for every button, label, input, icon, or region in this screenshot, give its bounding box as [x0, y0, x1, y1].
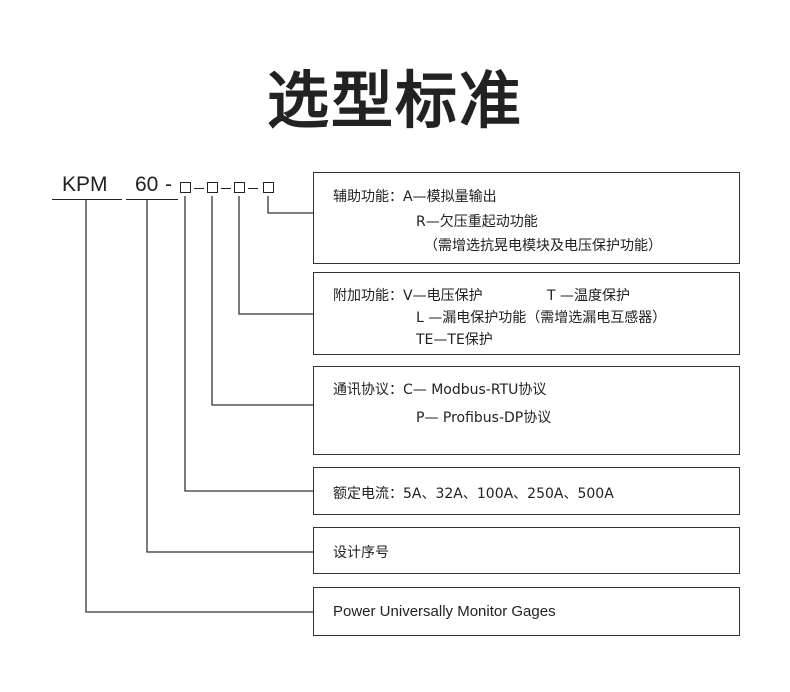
connector-product — [85, 200, 313, 613]
code-prefix: KPM — [62, 173, 108, 196]
code-prefix-underline — [52, 199, 122, 200]
page-title: 选型标准 — [266, 64, 523, 137]
product-name-box: Power Universally Monitor Gages — [313, 587, 740, 636]
additional-line-3: TE—TE保护 — [416, 332, 493, 348]
code-slot-current — [180, 182, 191, 193]
code-slot-aux — [263, 182, 274, 193]
additional-function-box: 附加功能：V—电压保护 T —温度保护 L —漏电保护功能（需增选漏电互感器） … — [313, 272, 740, 355]
code-series: 60 — [135, 173, 159, 196]
aux-line-1: 辅助功能：A—模拟量输出 — [333, 189, 497, 205]
code-dash — [248, 188, 258, 189]
code-slot-comm — [207, 182, 218, 193]
design-line-1: 设计序号 — [333, 545, 389, 561]
code-separator: - — [165, 173, 172, 196]
aux-line-2: R—欠压重起动功能 — [416, 214, 538, 230]
connector-current — [184, 196, 313, 492]
code-dash — [221, 188, 231, 189]
comm-line-1: 通讯协议：C— Modbus-RTU协议 — [333, 382, 547, 398]
connector-aux — [267, 196, 313, 214]
aux-function-box: 辅助功能：A—模拟量输出 R—欠压重起动功能 （需增选抗晃电模块及电压保护功能） — [313, 172, 740, 264]
connector-design — [146, 200, 313, 553]
current-line-1: 额定电流：5A、32A、100A、250A、500A — [333, 486, 614, 502]
aux-line-3: （需增选抗晃电模块及电压保护功能） — [424, 238, 662, 254]
product-line-1: Power Universally Monitor Gages — [333, 603, 556, 620]
additional-line-2: L —漏电保护功能（需增选漏电互感器） — [416, 310, 667, 326]
rated-current-box: 额定电流：5A、32A、100A、250A、500A — [313, 467, 740, 515]
comm-protocol-box: 通讯协议：C— Modbus-RTU协议 P— Profibus-DP协议 — [313, 366, 740, 455]
connector-comm — [211, 196, 313, 406]
connector-additional — [238, 196, 313, 315]
additional-line-1b: T —温度保护 — [547, 288, 631, 304]
code-dash — [194, 188, 204, 189]
code-slot-additional — [234, 182, 245, 193]
comm-line-2: P— Profibus-DP协议 — [416, 410, 552, 426]
additional-line-1a: 附加功能：V—电压保护 — [333, 288, 483, 304]
design-number-box: 设计序号 — [313, 527, 740, 574]
code-series-underline — [126, 199, 178, 200]
